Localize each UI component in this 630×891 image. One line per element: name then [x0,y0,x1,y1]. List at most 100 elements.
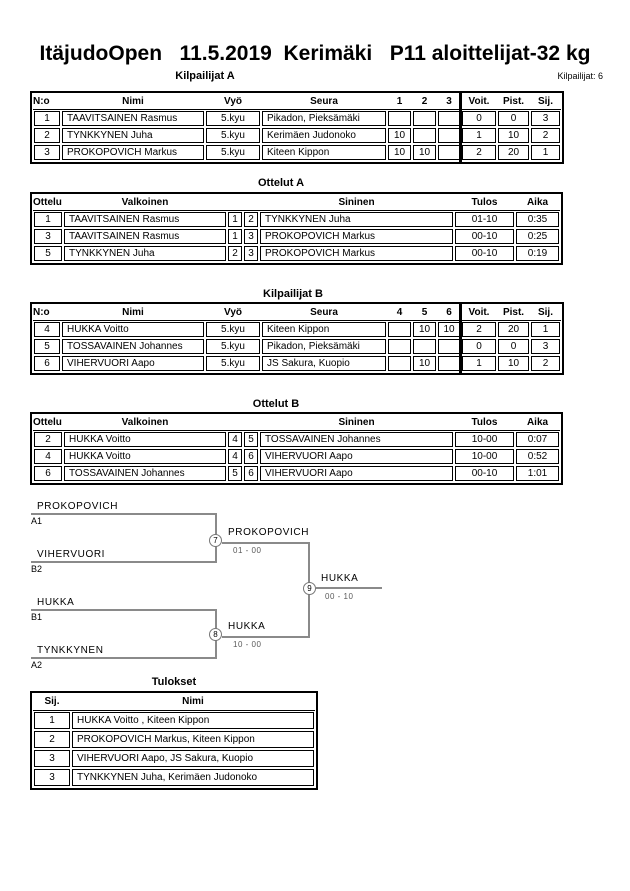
col-time: Aika [526,197,549,208]
cell-wno: 5 [228,466,242,481]
cell-m1 [388,111,411,126]
bracket-line [31,609,217,611]
bracket-line [308,589,310,636]
bracket-score: 10 - 00 [233,640,262,649]
cell-white: TAAVITSAINEN Rasmus [64,212,226,227]
cell-m3 [438,356,460,371]
col-bno [243,195,259,210]
col-white: Valkoinen [121,197,169,208]
col-no: N:o [33,307,50,318]
cell-blue: PROKOPOVICH Markus [260,246,453,261]
cell-result: 01-10 [455,212,514,227]
table-row: 5 TOSSAVAINEN Johannes 5.kyu Pikadon, Pi… [33,338,561,355]
cell-no: 6 [34,356,60,371]
col-m1: 1 [396,96,403,107]
cell-result: 10-00 [455,449,514,464]
bracket-seed: A1 [31,516,43,526]
col-place: Sij. [537,307,553,318]
cell-blue: TYNKKYNEN Juha [260,212,453,227]
cell-name: VIHERVUORI Aapo, JS Sakura, Kuopio [72,750,314,767]
cell-place: 1 [531,322,560,337]
bracket-line [31,657,217,659]
col-club: Seura [310,307,338,318]
cell-white: TYNKKYNEN Juha [64,246,226,261]
bracket-slot-name: VIHERVUORI [37,549,106,560]
bracket-winner-name: PROKOPOVICH [228,527,310,538]
cell-wins: 2 [462,145,496,160]
cell-match: 2 [34,432,62,447]
bracket-score: 01 - 00 [233,546,262,555]
cell-wins: 1 [462,356,496,371]
cell-place: 3 [34,769,70,786]
cell-no: 5 [34,339,60,354]
col-bno [243,415,259,430]
table-row: 3 VIHERVUORI Aapo, JS Sakura, Kuopio [33,749,315,768]
col-wins: Voit. [468,307,490,318]
table-row: 2 HUKKA Voitto 4 5 TOSSAVAINEN Johannes … [33,431,560,448]
cell-points: 10 [498,356,529,371]
table-row: 4 HUKKA Voitto 5.kyu Kiteen Kippon 10 10… [33,321,561,338]
cell-place: 1 [34,712,70,729]
cell-bno: 2 [244,212,258,227]
col-m1: 4 [396,307,403,318]
table-row: 6 TOSSAVAINEN Johannes 5 6 VIHERVUORI Aa… [33,465,560,482]
cell-match: 6 [34,466,62,481]
cell-club: Pikadon, Pieksämäki [262,339,386,354]
col-wins: Voit. [468,96,490,107]
table-row: 2 PROKOPOVICH Markus, Kiteen Kippon [33,730,315,749]
cell-m2: 10 [413,356,436,371]
cell-belt: 5.kyu [206,339,260,354]
bracket-winner-name: HUKKA [228,621,266,632]
cell-no: 1 [34,111,60,126]
col-no: N:o [33,96,50,107]
cell-belt: 5.kyu [206,111,260,126]
table-row: 4 HUKKA Voitto 4 6 VIHERVUORI Aapo 10-00… [33,448,560,465]
table-row: 3 PROKOPOVICH Markus 5.kyu Kiteen Kippon… [33,144,561,161]
cell-wno: 1 [228,212,242,227]
cell-bno: 6 [244,466,258,481]
cell-result: 10-00 [455,432,514,447]
cell-no: 3 [34,145,60,160]
cell-blue: PROKOPOVICH Markus [260,229,453,244]
cell-wins: 0 [462,111,496,126]
cell-place: 2 [34,731,70,748]
cell-name: HUKKA Voitto [62,322,204,337]
cell-place: 1 [531,145,560,160]
table-row: 1 TAAVITSAINEN Rasmus 1 2 TYNKKYNEN Juha… [33,211,560,228]
cell-m3 [438,145,460,160]
cell-bno: 3 [244,246,258,261]
matches-a-table: Ottelu Valkoinen Sininen Tulos Aika 1 TA… [30,192,563,265]
pool-a-table: N:o Nimi Vyö Seura 1 2 3 Voit. Pist. Sij… [30,91,564,164]
cell-m3 [438,111,460,126]
match-number-badge: 7 [209,534,222,547]
results-heading: Tulokset [151,676,197,688]
col-m3: 6 [446,307,452,318]
cell-m3 [438,339,460,354]
cell-blue: TOSSAVAINEN Johannes [260,432,453,447]
cell-points: 20 [498,145,529,160]
cell-m2: 10 [413,145,436,160]
cell-m2 [413,111,436,126]
cell-no: 4 [34,322,60,337]
col-place: Sij. [44,696,60,707]
cell-place: 3 [34,750,70,767]
cell-m1 [388,322,411,337]
col-time: Aika [526,417,549,428]
cell-name: TOSSAVAINEN Johannes [62,339,204,354]
table-row: 6 VIHERVUORI Aapo 5.kyu JS Sakura, Kuopi… [33,355,561,372]
bracket-slot-name: HUKKA [37,597,75,608]
match-number-badge: 8 [209,628,222,641]
cell-club: Pikadon, Pieksämäki [262,111,386,126]
cell-match: 5 [34,246,62,261]
cell-belt: 5.kyu [206,356,260,371]
match-number-badge: 9 [303,582,316,595]
col-wno [227,195,243,210]
cell-place: 3 [531,111,560,126]
col-result: Tulos [471,417,498,428]
cell-m2 [413,339,436,354]
cell-time: 0:19 [516,246,559,261]
cell-m3: 10 [438,322,460,337]
col-m2: 5 [421,307,428,318]
col-points: Pist. [502,96,525,107]
col-belt: Vyö [224,307,242,318]
